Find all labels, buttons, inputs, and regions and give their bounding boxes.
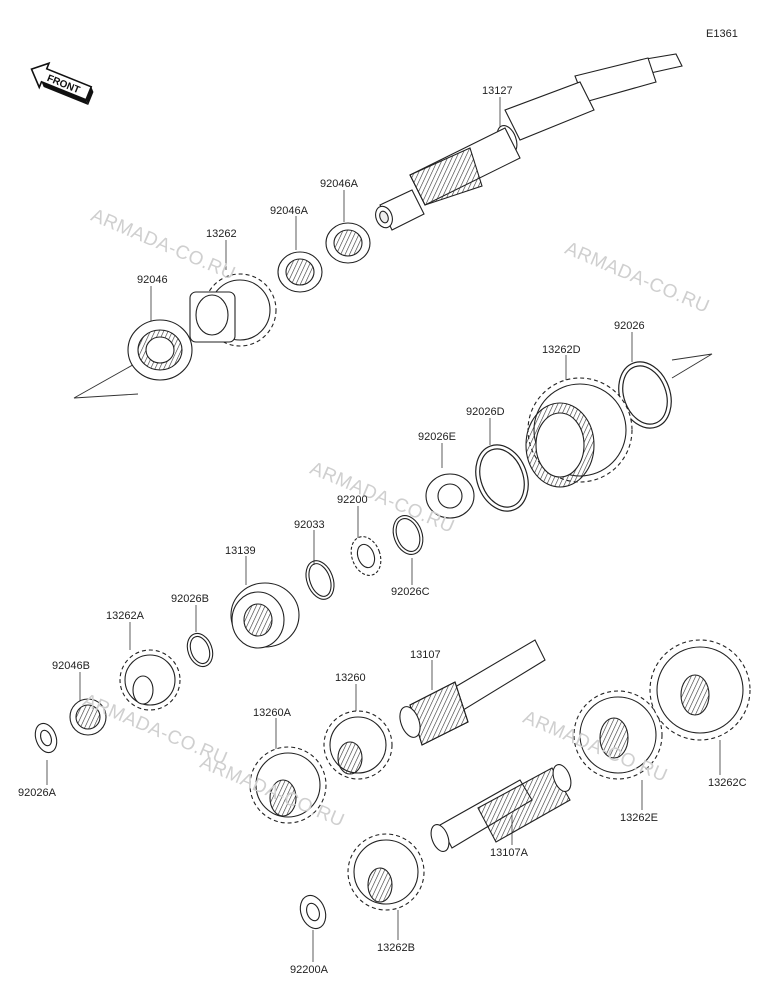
leader-lines	[46, 97, 721, 962]
part-label: 13107	[410, 649, 441, 661]
gear-13262A	[119, 649, 181, 711]
bracket-pointer-right	[671, 353, 713, 379]
part-label: 13262C	[708, 777, 747, 789]
part-label: 13262A	[106, 610, 144, 622]
part-label: 13262	[206, 228, 237, 240]
needle-bearing-92046A-2	[277, 251, 323, 293]
shaft-13107	[399, 639, 546, 746]
gear-13262	[189, 273, 277, 347]
washer-92200A	[299, 894, 327, 930]
main-shaft-13127	[375, 53, 683, 231]
gear-13262C	[649, 639, 751, 741]
washer-92026C	[392, 515, 424, 555]
needle-bearing-92046B	[69, 698, 107, 736]
washer-92026A	[34, 722, 58, 754]
gear-13262B	[347, 833, 425, 911]
washer-92026E	[425, 473, 475, 519]
circlip-92033	[305, 560, 335, 600]
part-label: 13139	[225, 545, 256, 557]
gear-13260	[323, 710, 393, 780]
washer-92026B	[186, 632, 214, 668]
part-label: 92026A	[18, 787, 56, 799]
circlip-92026D	[475, 444, 529, 512]
washer-92200	[350, 536, 382, 576]
part-label: 92026D	[466, 406, 505, 418]
front-arrow-icon: FRONT	[30, 61, 94, 105]
part-label: 92046A	[270, 205, 308, 217]
part-label: 92026B	[171, 593, 209, 605]
diagram-code: E1361	[706, 28, 738, 40]
part-label: 13107A	[490, 847, 528, 859]
part-label: 92026	[614, 320, 645, 332]
part-label: 13260	[335, 672, 366, 684]
part-label: 13262B	[377, 942, 415, 954]
gear-13260A	[249, 746, 327, 824]
part-label: 92200A	[290, 964, 328, 976]
part-label: 92046A	[320, 178, 358, 190]
shaft-13107A	[430, 764, 572, 852]
part-label: 13127	[482, 85, 513, 97]
gear-13262D	[525, 377, 633, 488]
hub-13139	[230, 582, 300, 649]
part-label: 13262D	[542, 344, 581, 356]
part-label: 92026E	[418, 431, 456, 443]
part-label: 13262E	[620, 812, 658, 824]
part-label: 92046B	[52, 660, 90, 672]
part-label: 92046	[137, 274, 168, 286]
gear-13262E	[573, 690, 663, 780]
part-label: 92026C	[391, 586, 430, 598]
needle-bearing-92046	[127, 319, 193, 381]
part-label: 92200	[337, 494, 368, 506]
needle-bearing-92046A-1	[325, 222, 371, 264]
bracket-pointer-left	[73, 361, 139, 399]
part-label: 92033	[294, 519, 325, 531]
part-label: 13260A	[253, 707, 291, 719]
